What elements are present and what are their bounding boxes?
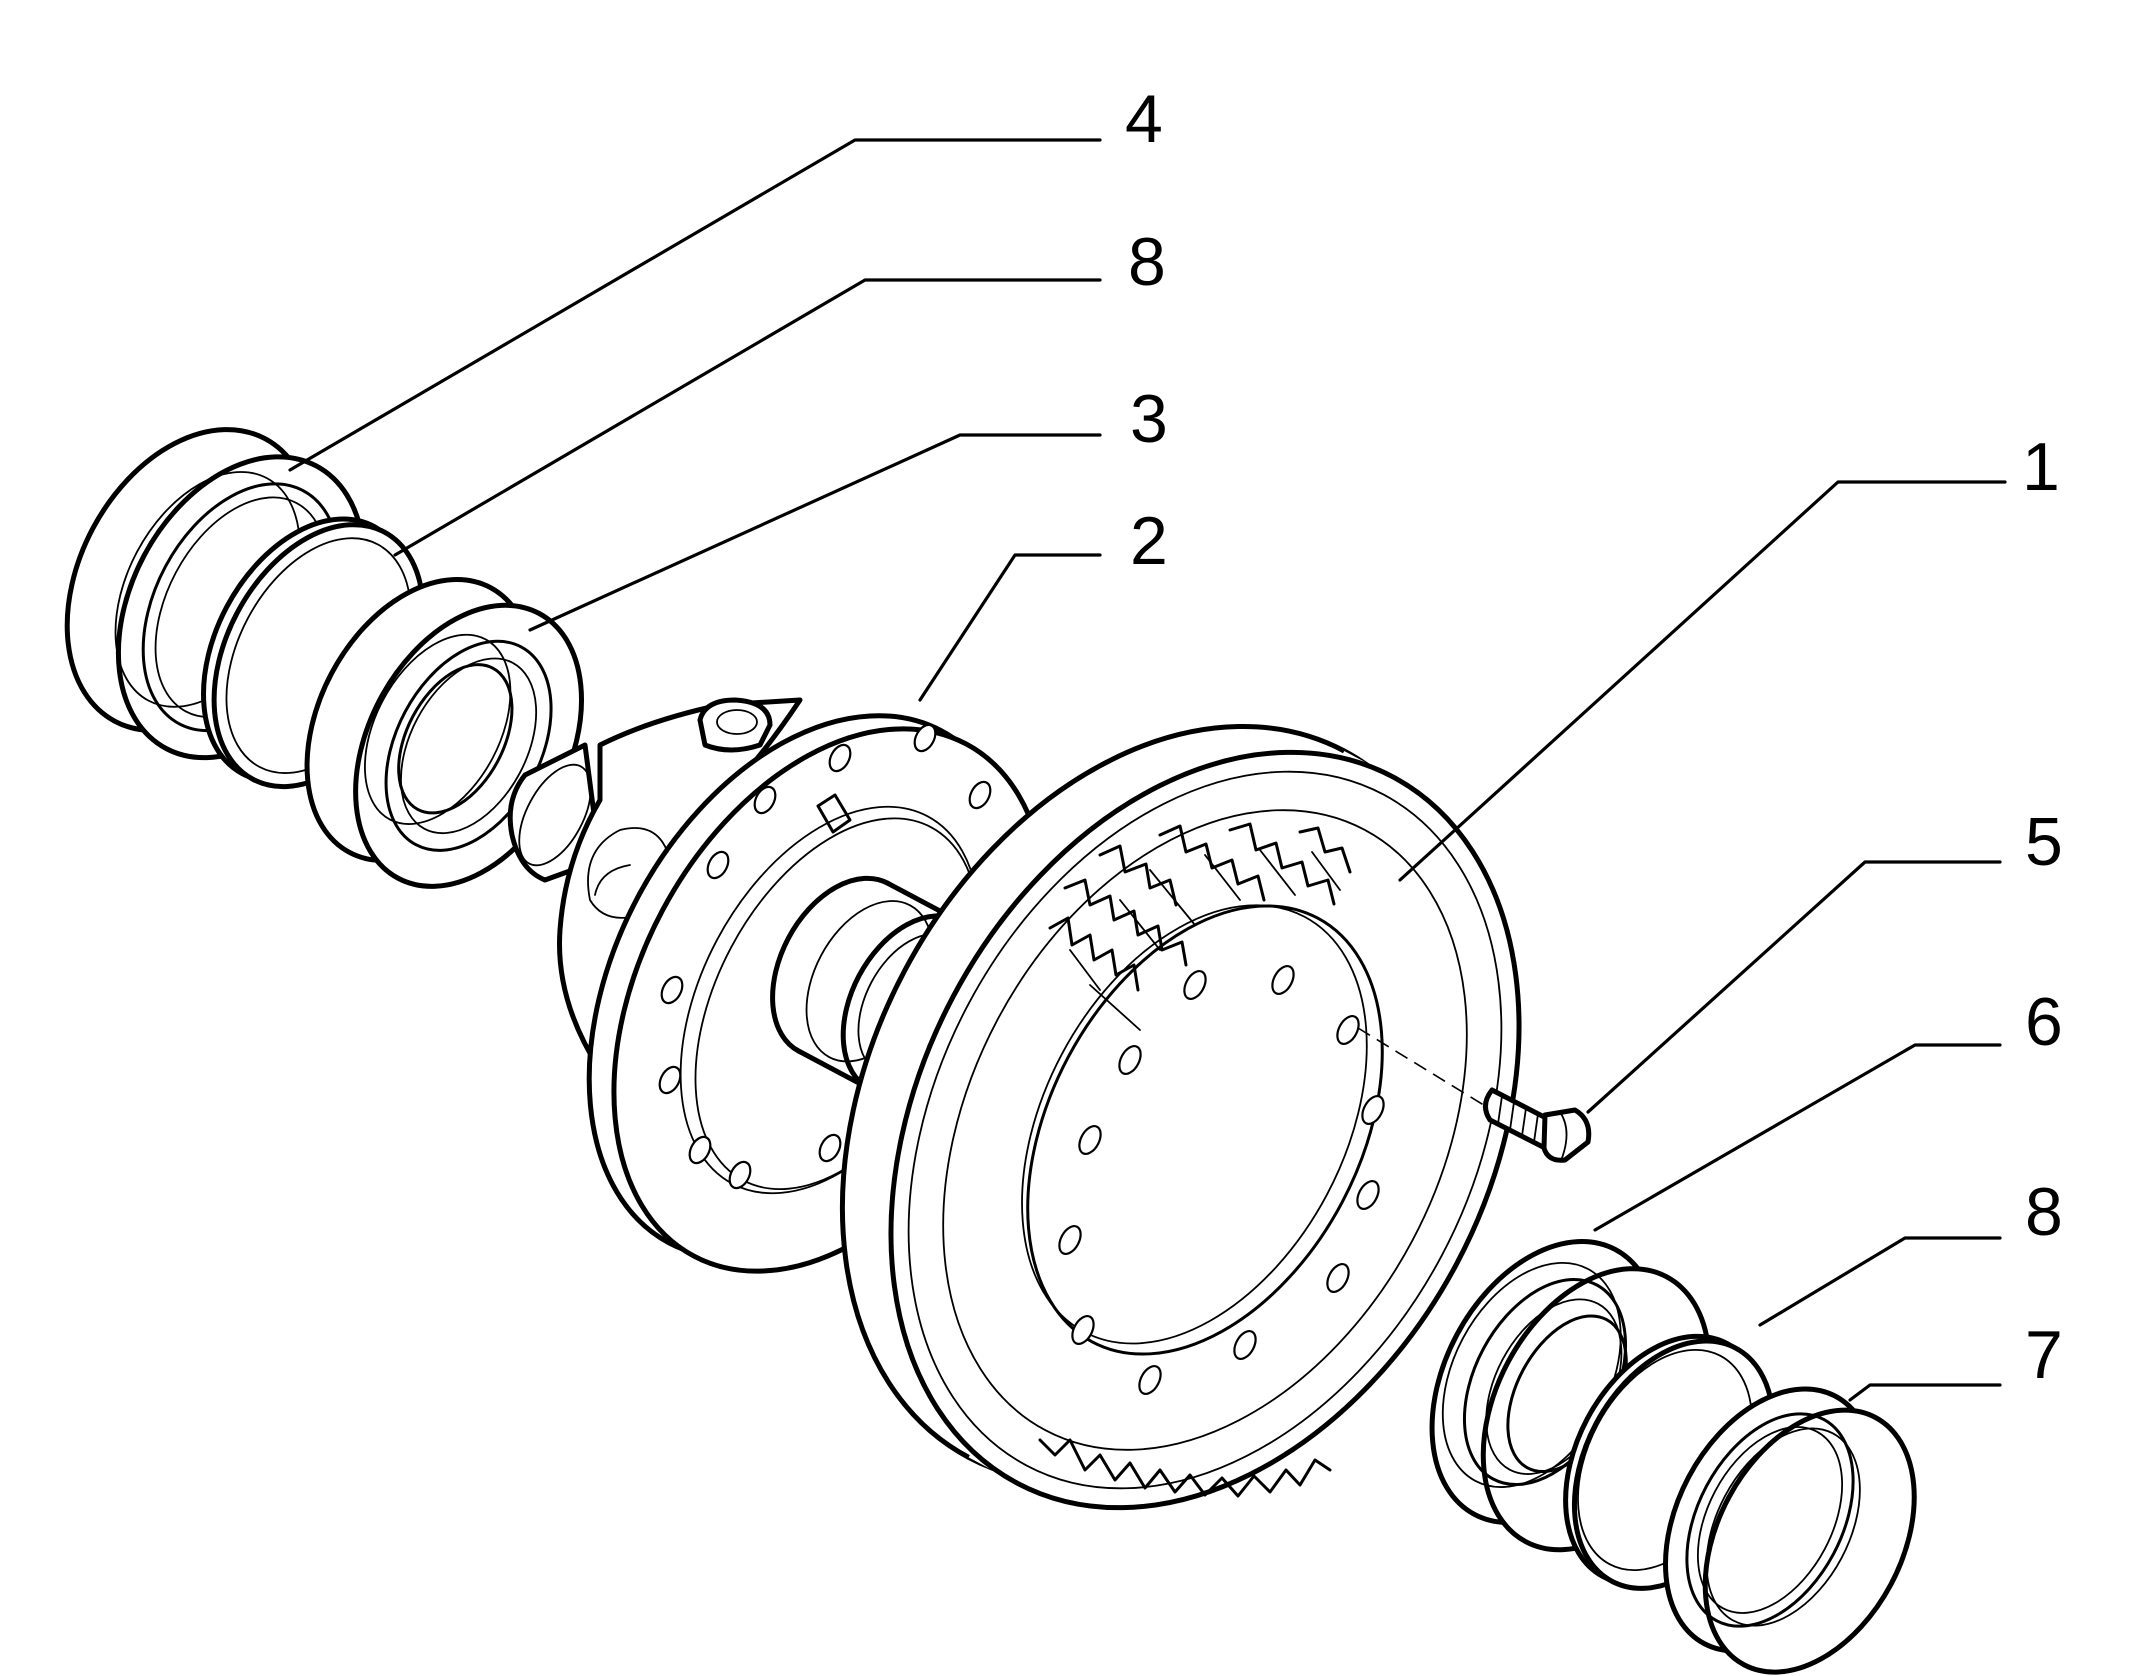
- callout-8-lower: 8: [2025, 1174, 2063, 1250]
- leader-2: [918, 553, 1102, 702]
- leader-5: [1586, 860, 2002, 1114]
- leader-3: [528, 433, 1102, 632]
- leader-7: [1848, 1383, 2002, 1402]
- callout-4: 4: [1125, 81, 1163, 157]
- leader-6: [1593, 1043, 2002, 1232]
- callout-5: 5: [2025, 804, 2063, 880]
- part-1-ring-gear: [839, 724, 1522, 1511]
- leader-4: [288, 138, 1102, 472]
- leader-8-upper: [393, 278, 1102, 557]
- callout-7: 7: [2025, 1317, 2063, 1393]
- leader-lines: [288, 138, 2007, 1402]
- callout-2: 2: [1130, 503, 1168, 579]
- leader-8-lower: [1758, 1236, 2002, 1327]
- callout-3: 3: [1130, 381, 1168, 457]
- callout-labels: 4 8 3 2 1 5 6 8 7: [1125, 81, 2063, 1393]
- callout-8-upper: 8: [1128, 224, 1166, 300]
- callout-6: 6: [2025, 984, 2063, 1060]
- callout-1: 1: [2022, 429, 2060, 505]
- gear-bolt-holes: [1058, 964, 1385, 1396]
- leader-1: [1398, 480, 2007, 882]
- part-5-bolt: [1357, 1027, 1592, 1163]
